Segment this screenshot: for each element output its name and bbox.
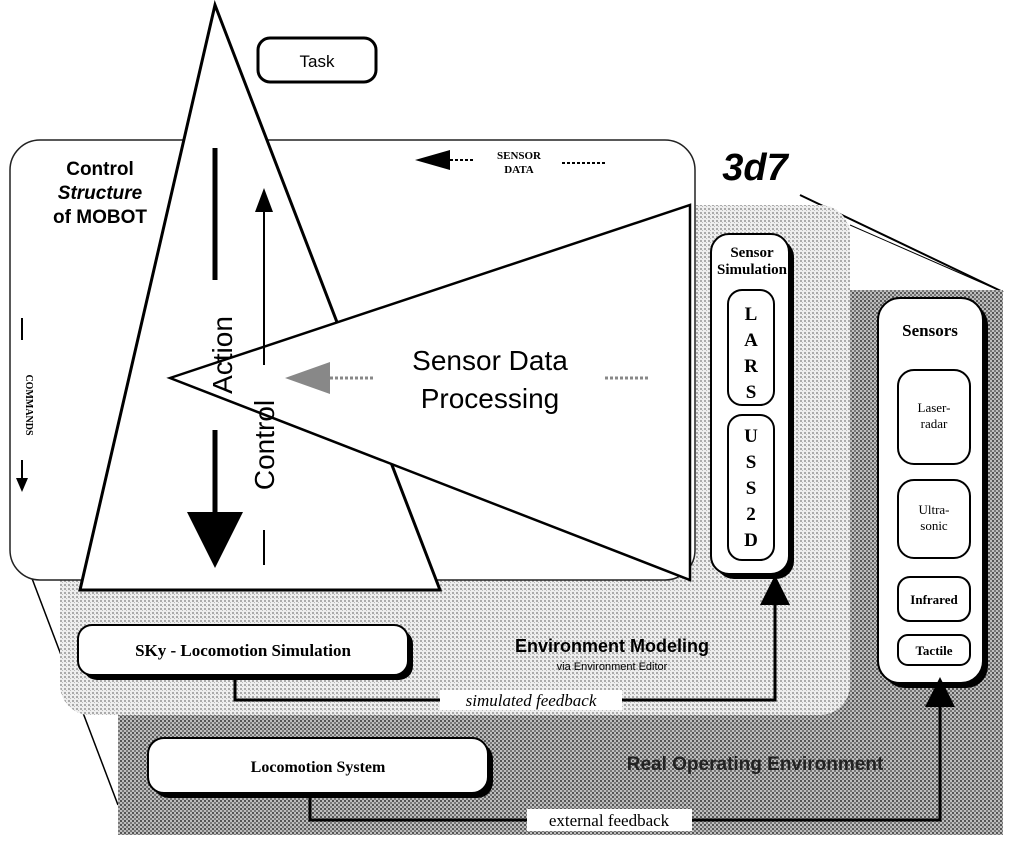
- commands-arrow-icon: [16, 478, 28, 492]
- sensor-simulation-title: Sensor: [730, 245, 774, 261]
- laser-radar-label: Laser-: [918, 400, 951, 415]
- locomotion-system-label: Locomotion System: [251, 759, 386, 776]
- figure-id-label: 3d7: [722, 147, 789, 189]
- tactile-label: Tactile: [915, 643, 952, 658]
- svg-text:S: S: [746, 452, 757, 473]
- task-box: [256, 36, 378, 84]
- laser-radar-box: [897, 369, 971, 465]
- task-label: Task: [300, 52, 335, 71]
- svg-text:2: 2: [746, 504, 756, 525]
- commands-label: COMMANDS: [23, 374, 34, 436]
- perspective-line: [849, 224, 1004, 293]
- svg-text:U: U: [744, 426, 758, 447]
- sensor-simulation-title-2: Simulation: [717, 262, 788, 278]
- uss2d-box: [727, 414, 775, 561]
- infrared-box: [897, 576, 971, 622]
- environment-editor-label: via Environment Editor: [557, 661, 668, 673]
- infrared-label: Infrared: [910, 592, 958, 607]
- simulated-feedback-label: simulated feedback: [466, 691, 597, 710]
- control-structure-label-3: of MOBOT: [53, 207, 147, 228]
- control-structure-label: Control: [66, 159, 134, 180]
- tactile-box: [897, 634, 971, 666]
- external-feedback-label: external feedback: [549, 811, 670, 830]
- uss2d-label: U S S 2 D: [744, 426, 758, 551]
- action-arrow-head-icon: [187, 512, 243, 568]
- lars-box: [727, 289, 775, 406]
- lars-label: L A R S: [744, 304, 758, 403]
- control-structure-label-2: Structure: [58, 183, 143, 204]
- svg-text:R: R: [744, 356, 758, 377]
- sensor-data-label-2: DATA: [504, 164, 534, 176]
- environment-modeling-label: Environment Modeling: [515, 636, 709, 656]
- ultrasonic-label: Ultra-: [918, 502, 949, 517]
- sensors-title: Sensors: [902, 321, 958, 340]
- ultrasonic-label-2: sonic: [920, 518, 948, 533]
- svg-text:S: S: [746, 478, 757, 499]
- real-environment-label: Real Operating Environment: [627, 754, 884, 775]
- sensor-data-processing-label: Sensor Data: [412, 345, 568, 376]
- ultrasonic-box: [897, 479, 971, 559]
- control-label: Control: [249, 400, 280, 490]
- control-arrow-head-icon: [255, 188, 273, 212]
- svg-text:D: D: [744, 530, 758, 551]
- svg-text:A: A: [744, 330, 758, 351]
- locomotion-system-box: [147, 737, 489, 794]
- svg-text:L: L: [745, 304, 758, 325]
- sensor-data-processing-label-2: Processing: [421, 383, 560, 414]
- processing-arrow-icon: [285, 362, 330, 394]
- sensor-processing-triangle: [166, 203, 692, 582]
- action-label: Action: [207, 316, 238, 394]
- sensor-data-arrow-icon: [415, 150, 450, 170]
- sky-locomotion-box: [77, 624, 409, 676]
- laser-radar-label-2: radar: [921, 416, 948, 431]
- sensor-data-label: SENSOR: [497, 150, 542, 162]
- sky-locomotion-label: SKy - Locomotion Simulation: [135, 641, 351, 660]
- svg-text:S: S: [746, 382, 757, 403]
